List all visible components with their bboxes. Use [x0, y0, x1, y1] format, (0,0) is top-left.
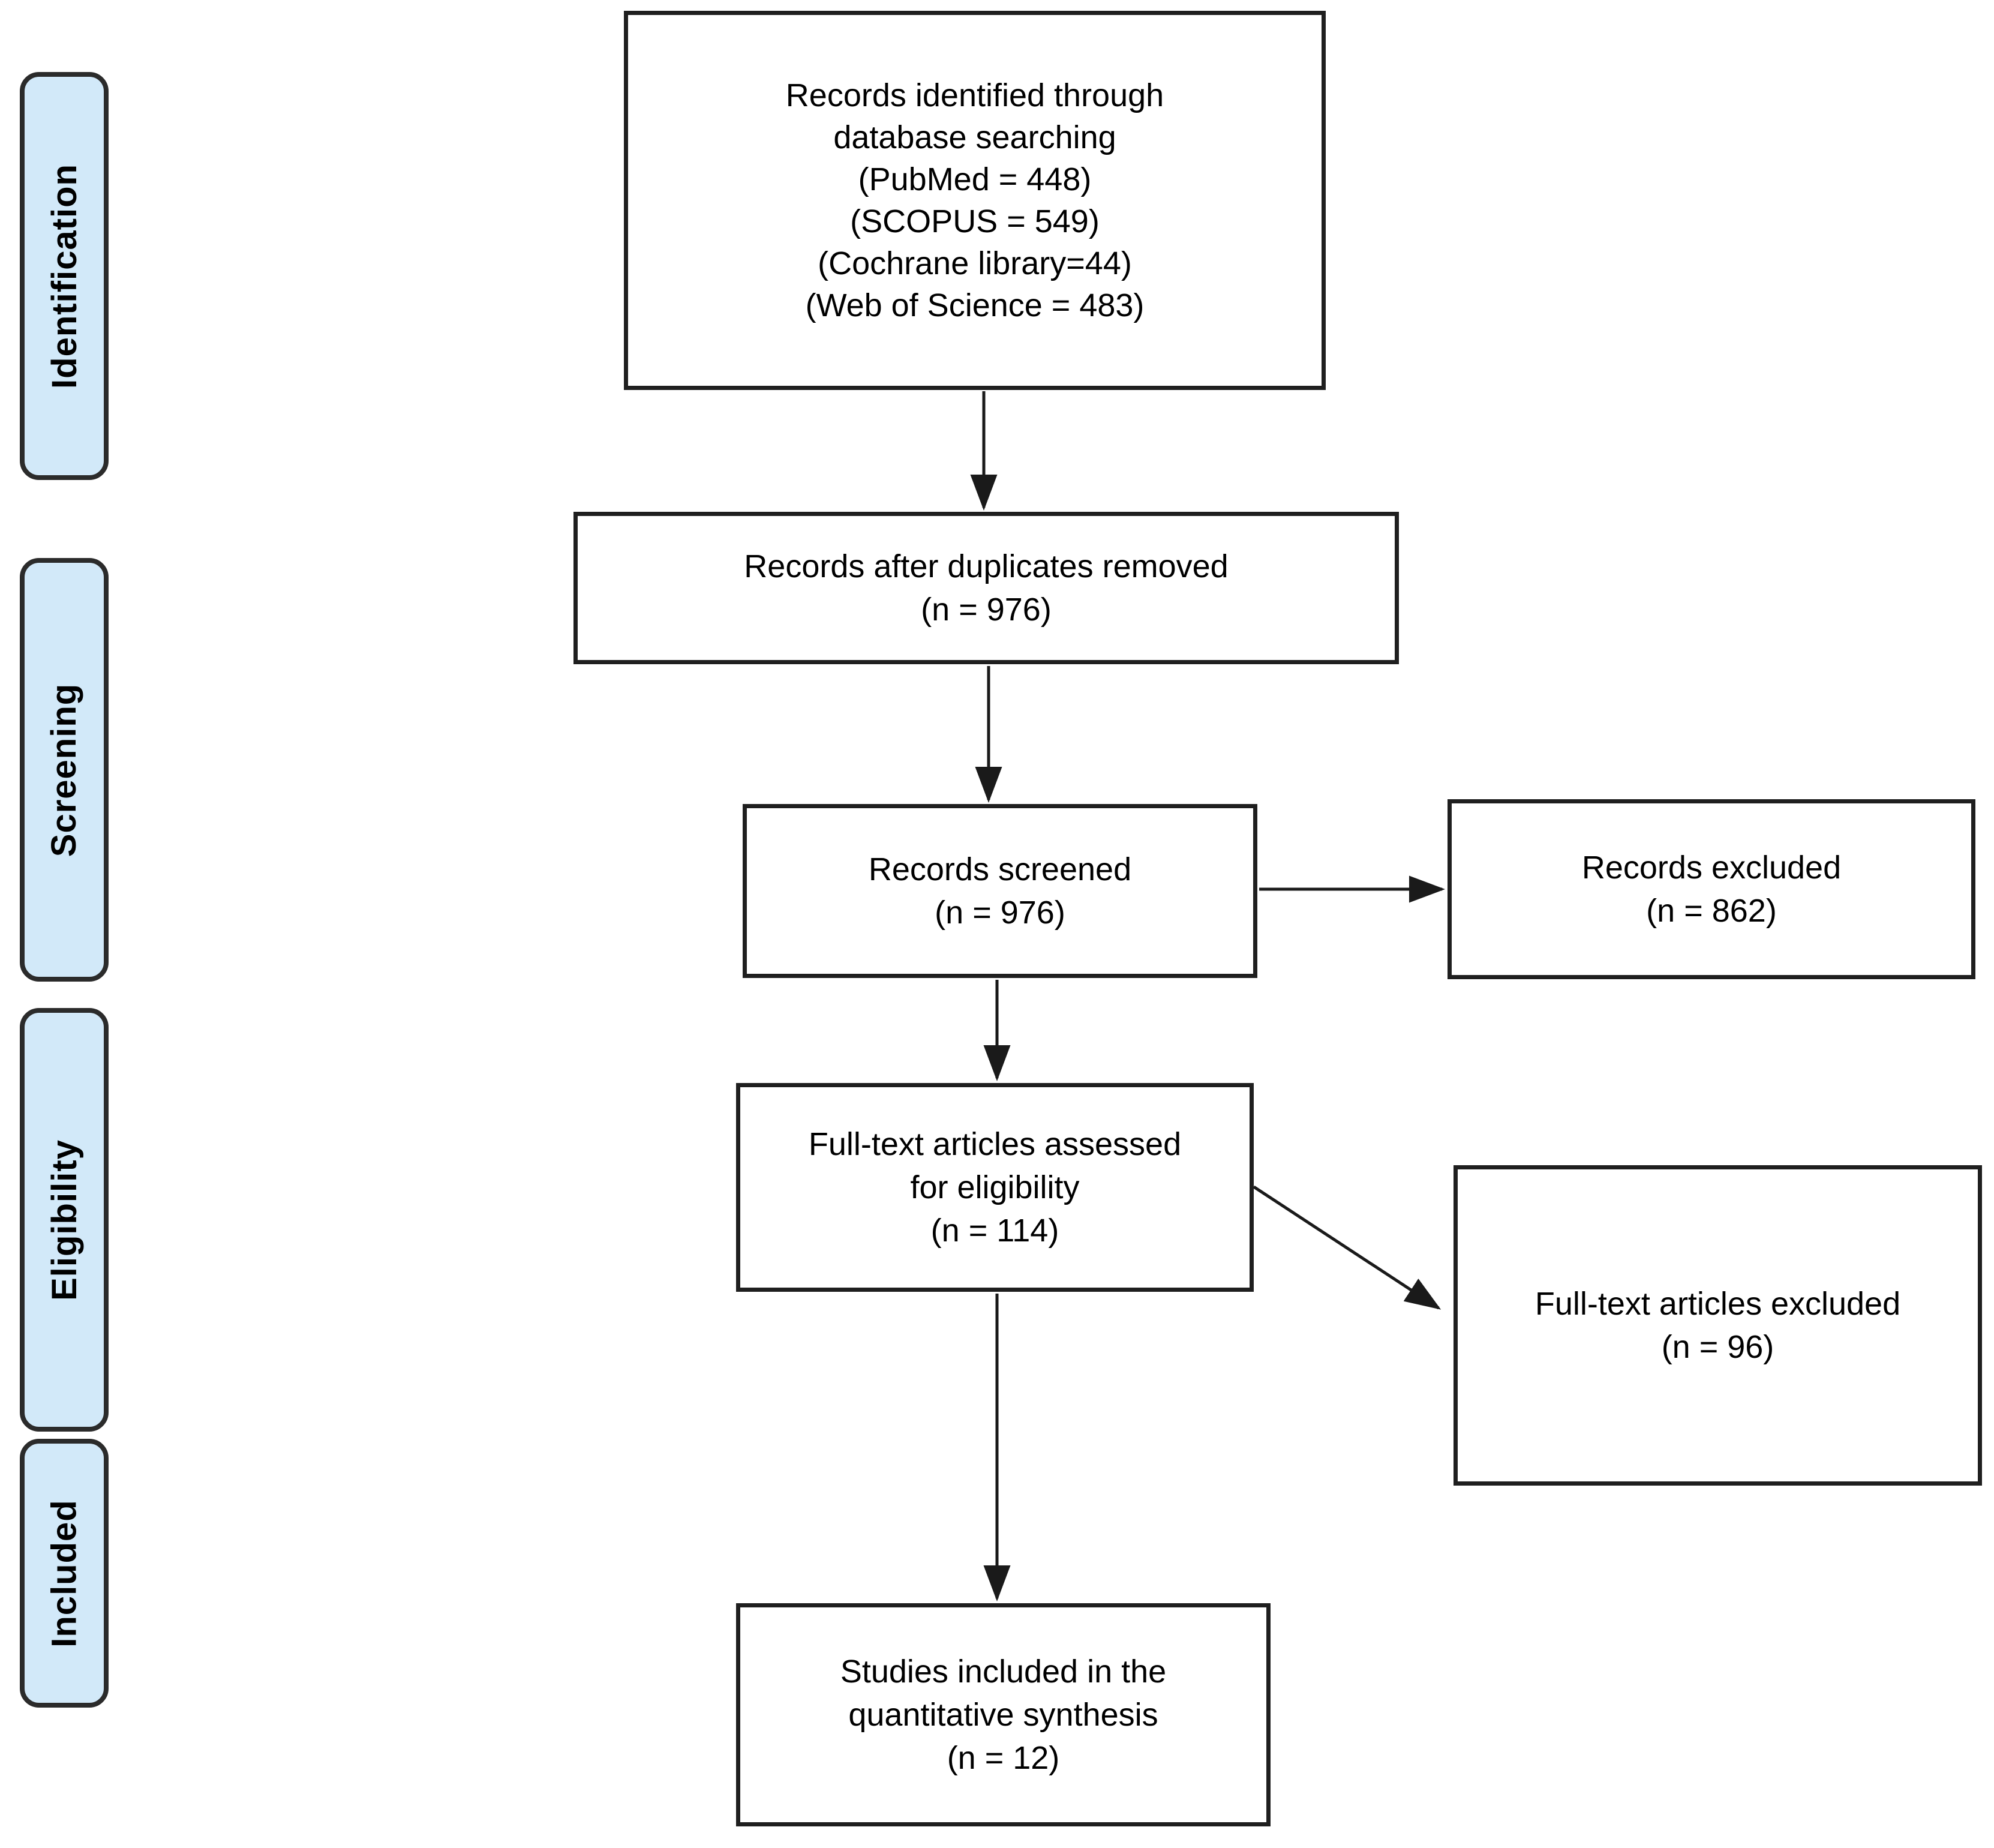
box-fulltext-assessed-line: for eligibility: [910, 1169, 1080, 1205]
stage-label-identification: Identification: [20, 72, 109, 480]
stage-label-eligibility: Eligibility: [20, 1008, 109, 1432]
stage-label-included-text: Included: [44, 1499, 84, 1648]
box-studies-included-line: quantitative synthesis: [848, 1697, 1158, 1733]
stage-label-screening-text: Screening: [44, 683, 84, 857]
box-records-identified: Records identified through database sear…: [624, 11, 1326, 390]
box-studies-included-line: Studies included in the: [840, 1654, 1167, 1690]
box-records-screened-line: Records screened: [868, 851, 1132, 887]
box-studies-included: Studies included in the quantitative syn…: [736, 1603, 1271, 1826]
arrow-fulltext-to-fulltext-excluded: [1253, 1185, 1442, 1310]
box-records-excluded-line: Records excluded: [1581, 850, 1842, 886]
box-records-after-duplicates-line: (n = 976): [921, 592, 1052, 628]
box-fulltext-excluded-line: Full-text articles excluded: [1534, 1286, 1901, 1322]
box-records-identified-line: Records identified through: [785, 77, 1164, 113]
box-records-identified-line: database searching: [833, 119, 1116, 155]
box-fulltext-excluded-line: (n = 96): [1661, 1329, 1774, 1365]
box-records-after-duplicates: Records after duplicates removed (n = 97…: [573, 512, 1399, 664]
box-records-screened-line: (n = 976): [935, 895, 1065, 931]
box-studies-included-line: (n = 12): [947, 1740, 1060, 1776]
stage-label-eligibility-text: Eligibility: [44, 1139, 84, 1301]
box-records-excluded-line: (n = 862): [1646, 893, 1777, 929]
box-fulltext-assessed-line: Full-text articles assessed: [808, 1126, 1182, 1162]
box-records-identified-line: (Web of Science = 483): [805, 287, 1145, 323]
stage-label-identification-text: Identification: [44, 163, 84, 389]
stage-label-included: Included: [20, 1439, 109, 1708]
box-records-screened: Records screened (n = 976): [743, 804, 1257, 978]
box-fulltext-excluded: Full-text articles excluded (n = 96): [1454, 1165, 1982, 1486]
box-records-excluded: Records excluded (n = 862): [1448, 799, 1975, 979]
box-records-identified-line: (Cochrane library=44): [818, 245, 1132, 281]
box-records-identified-line: (SCOPUS = 549): [850, 203, 1100, 239]
stage-label-screening: Screening: [20, 558, 109, 982]
box-fulltext-assessed: Full-text articles assessed for eligibil…: [736, 1083, 1254, 1292]
box-records-after-duplicates-line: Records after duplicates removed: [744, 548, 1229, 584]
box-fulltext-assessed-line: (n = 114): [930, 1213, 1059, 1249]
box-records-identified-line: (PubMed = 448): [858, 161, 1092, 197]
